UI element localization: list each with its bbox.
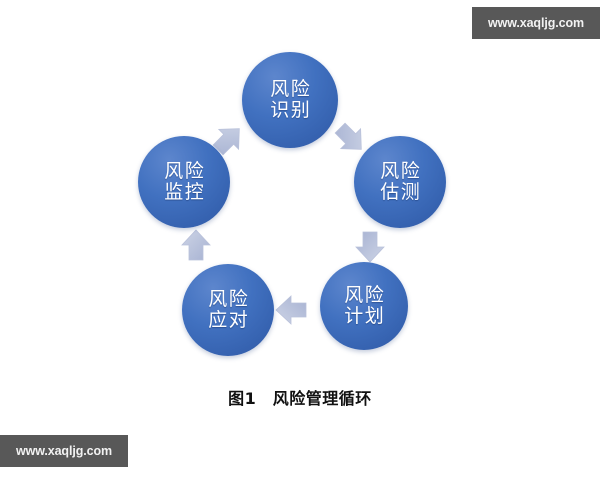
node-risk-estimate: 风险 估测 [354,136,446,228]
arrow-monitor-to-identify-icon [200,112,257,169]
node-risk-estimate-line2: 估测 [380,181,422,203]
node-risk-identify-line2: 识别 [270,99,312,121]
risk-management-cycle-diagram: 风险 识别 风险 估测 风险 计划 风险 应对 风险 监控 [138,52,446,356]
node-risk-respond-line1: 风险 [208,287,250,310]
arrow-plan-to-respond-icon [272,290,312,330]
arrow-estimate-to-plan-icon [350,226,390,266]
node-risk-respond: 风险 应对 [182,264,274,356]
node-risk-identify: 风险 识别 [242,52,338,148]
arrow-identify-to-estimate-icon [322,110,379,167]
node-risk-plan: 风险 计划 [320,262,408,350]
arrow-respond-to-monitor-icon [176,226,216,266]
watermark-top-right: www.xaqljg.com [472,7,600,39]
watermark-bottom-left: www.xaqljg.com [0,435,128,467]
node-risk-plan-line1: 风险 [344,283,386,306]
node-risk-plan-line2: 计划 [344,305,386,327]
figure-caption: 图1 风险管理循环 [228,389,372,408]
node-risk-identify-line1: 风险 [270,77,312,100]
node-risk-respond-line2: 应对 [208,309,250,331]
node-risk-monitor: 风险 监控 [138,136,230,228]
node-risk-monitor-line2: 监控 [164,181,206,203]
node-risk-monitor-line1: 风险 [164,159,206,182]
node-risk-estimate-line1: 风险 [380,159,422,182]
